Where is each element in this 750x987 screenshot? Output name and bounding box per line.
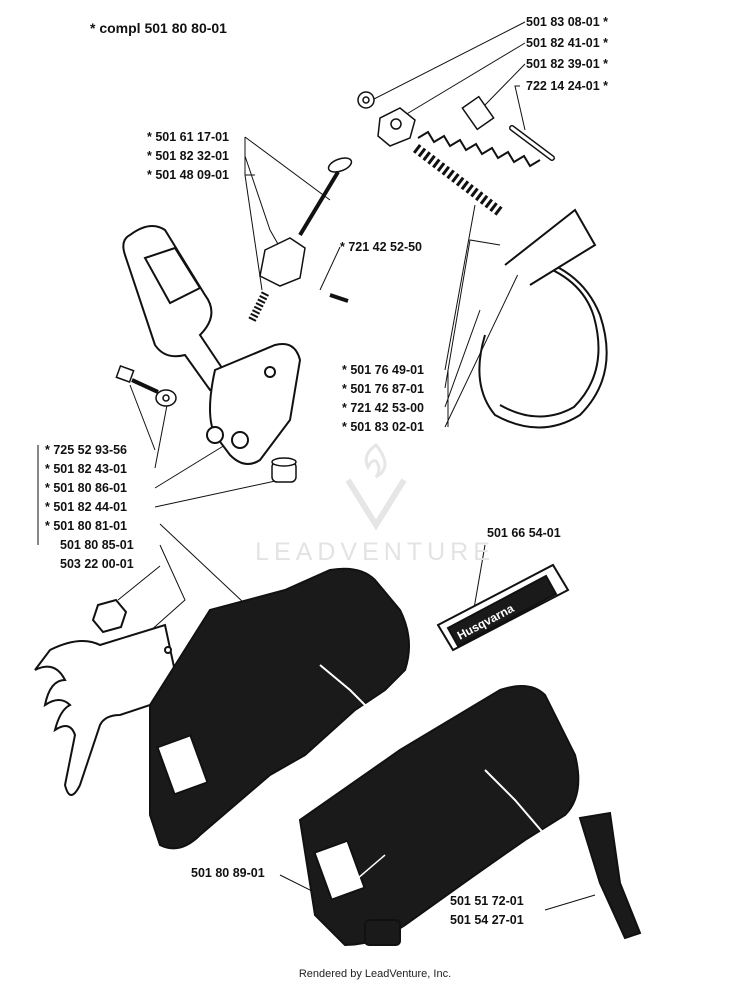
page-title: * compl 501 80 80-01 — [90, 20, 227, 36]
brake-band — [478, 208, 608, 429]
callout-label: * 501 82 32-01 — [147, 149, 230, 163]
callout-label: 501 83 08-01 * — [526, 15, 609, 29]
callout-label: 501 54 27-01 — [450, 913, 524, 927]
front-handle — [122, 225, 232, 392]
callout-label: * 501 83 02-01 — [342, 420, 425, 434]
callout-label: 503 22 00-01 — [60, 557, 134, 571]
chain-cover-lower — [298, 685, 580, 947]
pin-assembly — [248, 157, 353, 322]
chain-cover-upper — [149, 567, 410, 850]
callout-label: * 725 52 93-56 — [45, 443, 128, 457]
callout-label: * 721 42 53-00 — [342, 401, 425, 415]
footer-credit: Rendered by LeadVenture, Inc. — [298, 968, 452, 980]
bottom-small-parts — [364, 811, 642, 946]
callout-label: * 501 80 81-01 — [45, 519, 128, 533]
decal-plate: Husqvarna — [436, 563, 570, 652]
callout-label: 501 82 41-01 * — [526, 36, 609, 50]
brake-spring — [412, 130, 541, 216]
callout-label: 501 80 85-01 — [60, 538, 134, 552]
callout-label: 501 80 89-01 — [191, 866, 265, 880]
watermark-text: LEADVENTURE — [255, 538, 495, 566]
callout-label: 501 82 39-01 * — [526, 57, 609, 71]
bolts-left — [115, 365, 297, 483]
callout-label: * 501 76 87-01 — [342, 382, 425, 396]
callout-label: * 501 82 43-01 — [45, 462, 128, 476]
callout-label: * 501 61 17-01 — [147, 130, 230, 144]
callout-label: * 501 80 86-01 — [45, 481, 128, 495]
callout-label: * 501 82 44-01 — [45, 500, 128, 514]
callout-label: 501 66 54-01 — [487, 526, 561, 540]
callout-label: * 501 48 09-01 — [147, 168, 230, 182]
brake-bracket — [206, 343, 302, 465]
callout-label: 722 14 24-01 * — [526, 79, 609, 93]
watermark-logo — [345, 442, 407, 531]
callout-label: * 721 42 52-50 — [340, 240, 423, 254]
top-fittings — [357, 91, 555, 161]
callout-label: 501 51 72-01 — [450, 894, 524, 908]
callout-label: * 501 76 49-01 — [342, 363, 425, 377]
